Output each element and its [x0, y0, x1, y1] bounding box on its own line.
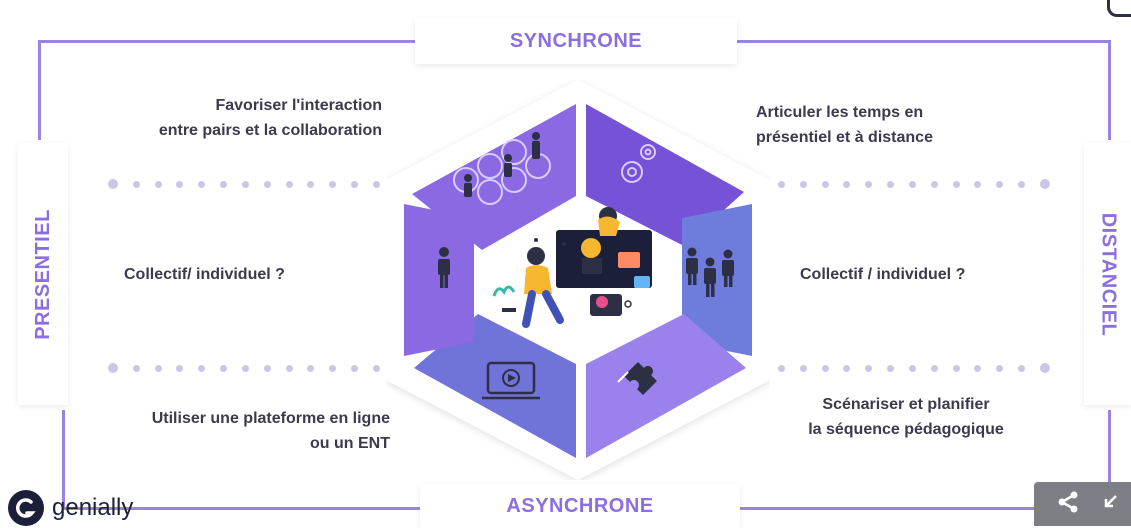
segment-top-right: [586, 104, 744, 246]
text-mid-right: Collectif / individuel ?: [800, 266, 966, 283]
video-player-icon: [482, 361, 540, 400]
gears-icon: [621, 144, 656, 183]
group-icon: [686, 247, 734, 297]
label-distanciel: DISTANCIEL: [1084, 143, 1131, 405]
frame-line-left-upper: [38, 40, 41, 140]
remote-learning-illustration: [492, 207, 652, 328]
share-toolbar: [1034, 482, 1131, 526]
dots-left-top: [108, 179, 380, 189]
share-icon[interactable]: [1056, 490, 1080, 519]
genially-logo[interactable]: genially: [8, 490, 133, 526]
label-presentiel: PRESENTIEL: [18, 143, 68, 405]
corner-decoration: [1107, 0, 1131, 17]
genially-logo-text: genially: [52, 494, 134, 521]
person-icon: [438, 247, 450, 288]
frame-line-left-lower: [62, 410, 65, 510]
label-asynchrone: ASYNCHRONE: [420, 484, 740, 528]
dots-right-top: [778, 179, 1050, 189]
segment-bottom-right: [586, 314, 746, 458]
genially-logo-icon: [8, 490, 44, 526]
segment-right: [682, 204, 752, 356]
frame-line-right-lower: [1108, 410, 1111, 510]
hexagon-diagram: [386, 80, 770, 480]
frame-line-right-upper: [1108, 40, 1111, 140]
collapse-icon[interactable]: [1102, 494, 1118, 515]
dots-left-bottom: [108, 363, 380, 373]
dots-right-bottom: [778, 363, 1050, 373]
label-synchrone: SYNCHRONE: [415, 18, 737, 64]
segment-bottom-left: [414, 314, 576, 458]
text-mid-left: Collectif/ individuel ?: [124, 266, 285, 283]
network-people-icon: [453, 132, 551, 205]
segment-left: [404, 204, 474, 356]
puzzle-icon: [617, 362, 657, 395]
